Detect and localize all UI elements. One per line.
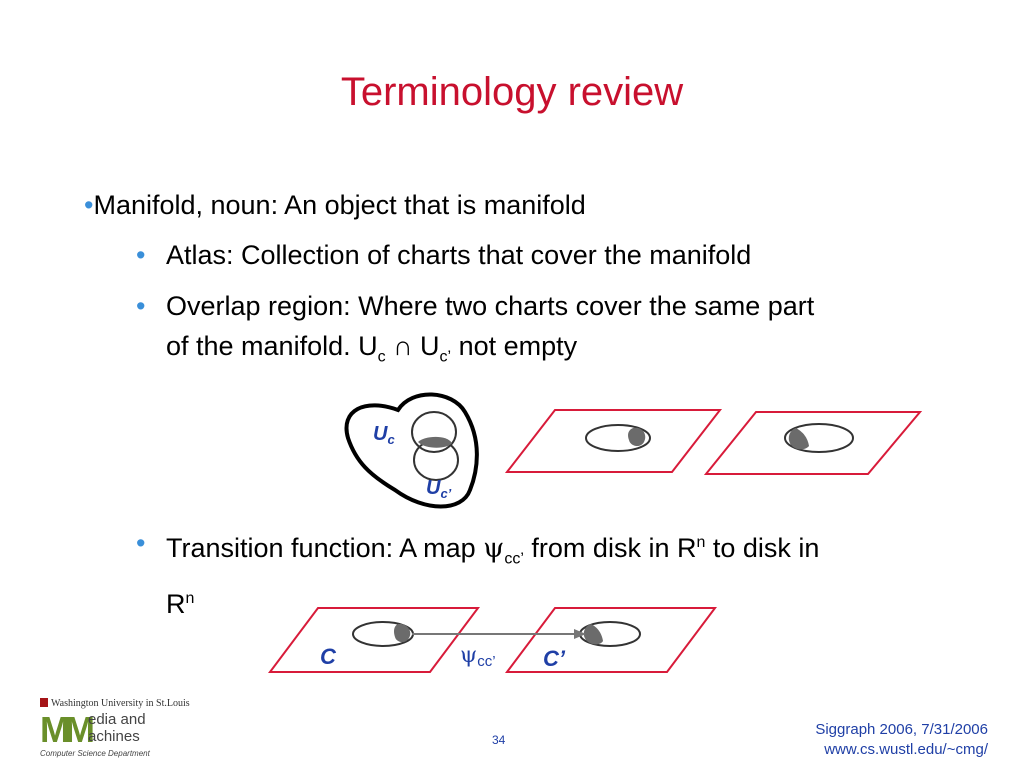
- chart-plane-2-region: [788, 428, 809, 450]
- bullet-transition: • Transition function: A map ψcc’ from d…: [136, 523, 819, 624]
- bullet-dot: •: [136, 528, 146, 558]
- chart-plane-c-region: [394, 623, 411, 643]
- media-machines-logo: MM edia and achines: [40, 709, 180, 749]
- bullet-manifold: •Manifold, noun: An object that is manif…: [84, 190, 586, 221]
- mm-mark: MM: [40, 709, 95, 750]
- transition-arrowhead: [574, 629, 586, 639]
- bullet-dot: •: [136, 291, 146, 321]
- bullet-overlap-line2: of the manifold. Uc ∩ Uc’ not empty: [166, 331, 578, 366]
- overlap-region: [418, 436, 452, 448]
- shield-icon: [40, 698, 48, 707]
- bullet-transition-line1: Transition function: A map ψcc’ from dis…: [166, 533, 820, 568]
- chart-plane-1-region: [628, 427, 646, 447]
- label-psi: ψcc’: [460, 643, 496, 670]
- mm-line2: achines: [88, 728, 140, 745]
- label-chart-c: C: [320, 644, 337, 669]
- bullet-dot: •: [84, 190, 94, 220]
- bullet-atlas: • Atlas: Collection of charts that cover…: [136, 235, 751, 275]
- label-ucprime: Uc’: [426, 477, 452, 501]
- label-chart-cprime: C’: [543, 646, 566, 671]
- bullet-overlap: • Overlap region: Where two charts cover…: [136, 286, 814, 377]
- chart-uc-circle: [411, 411, 457, 453]
- bullet-atlas-text: Atlas: Collection of charts that cover t…: [166, 240, 752, 270]
- manifold-blob: [344, 392, 479, 509]
- university-name: Washington University in St.Louis: [40, 698, 190, 709]
- footer: Siggraph 2006, 7/31/2006 www.cs.wustl.ed…: [815, 720, 988, 760]
- department-name: Computer Science Department: [40, 749, 150, 758]
- label-uc: Uc: [373, 423, 395, 447]
- university-logo: Washington University in St.Louis MM edi…: [40, 698, 190, 758]
- bullet-overlap-line1: Overlap region: Where two charts cover t…: [166, 291, 815, 321]
- bullet-manifold-text: Manifold, noun: An object that is manifo…: [93, 190, 586, 220]
- chart-plane-cprime-region: [583, 624, 603, 645]
- bullet-transition-line2: Rn: [166, 589, 195, 620]
- footer-url[interactable]: www.cs.wustl.edu/~cmg/: [824, 741, 988, 758]
- page-number: 34: [492, 733, 506, 747]
- slide-title: Terminology review: [340, 70, 684, 114]
- bullet-dot: •: [136, 240, 146, 270]
- footer-conference: Siggraph 2006, 7/31/2006: [815, 721, 988, 738]
- mm-line1: edia and: [88, 711, 146, 728]
